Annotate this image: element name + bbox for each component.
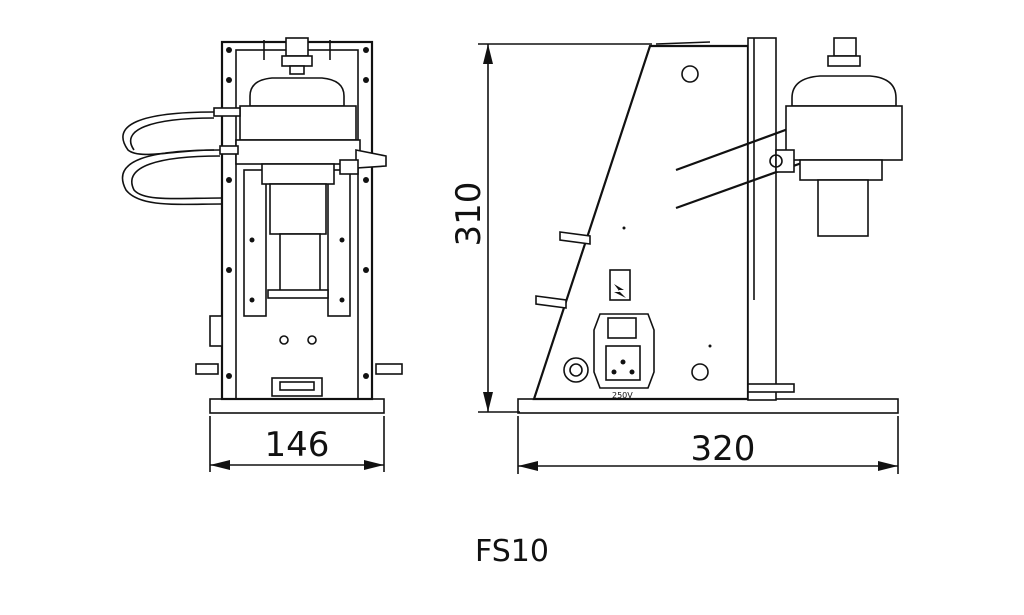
side-width-dimension: 320	[691, 429, 756, 469]
height-dimension: 310	[449, 182, 489, 247]
front-width-dimension: 146	[265, 425, 330, 465]
side-view: 250V 310 320	[449, 37, 903, 474]
model-caption: FS10	[475, 534, 549, 569]
front-view: 146	[121, 37, 403, 472]
fuse-rating-label: 250V	[612, 391, 633, 400]
